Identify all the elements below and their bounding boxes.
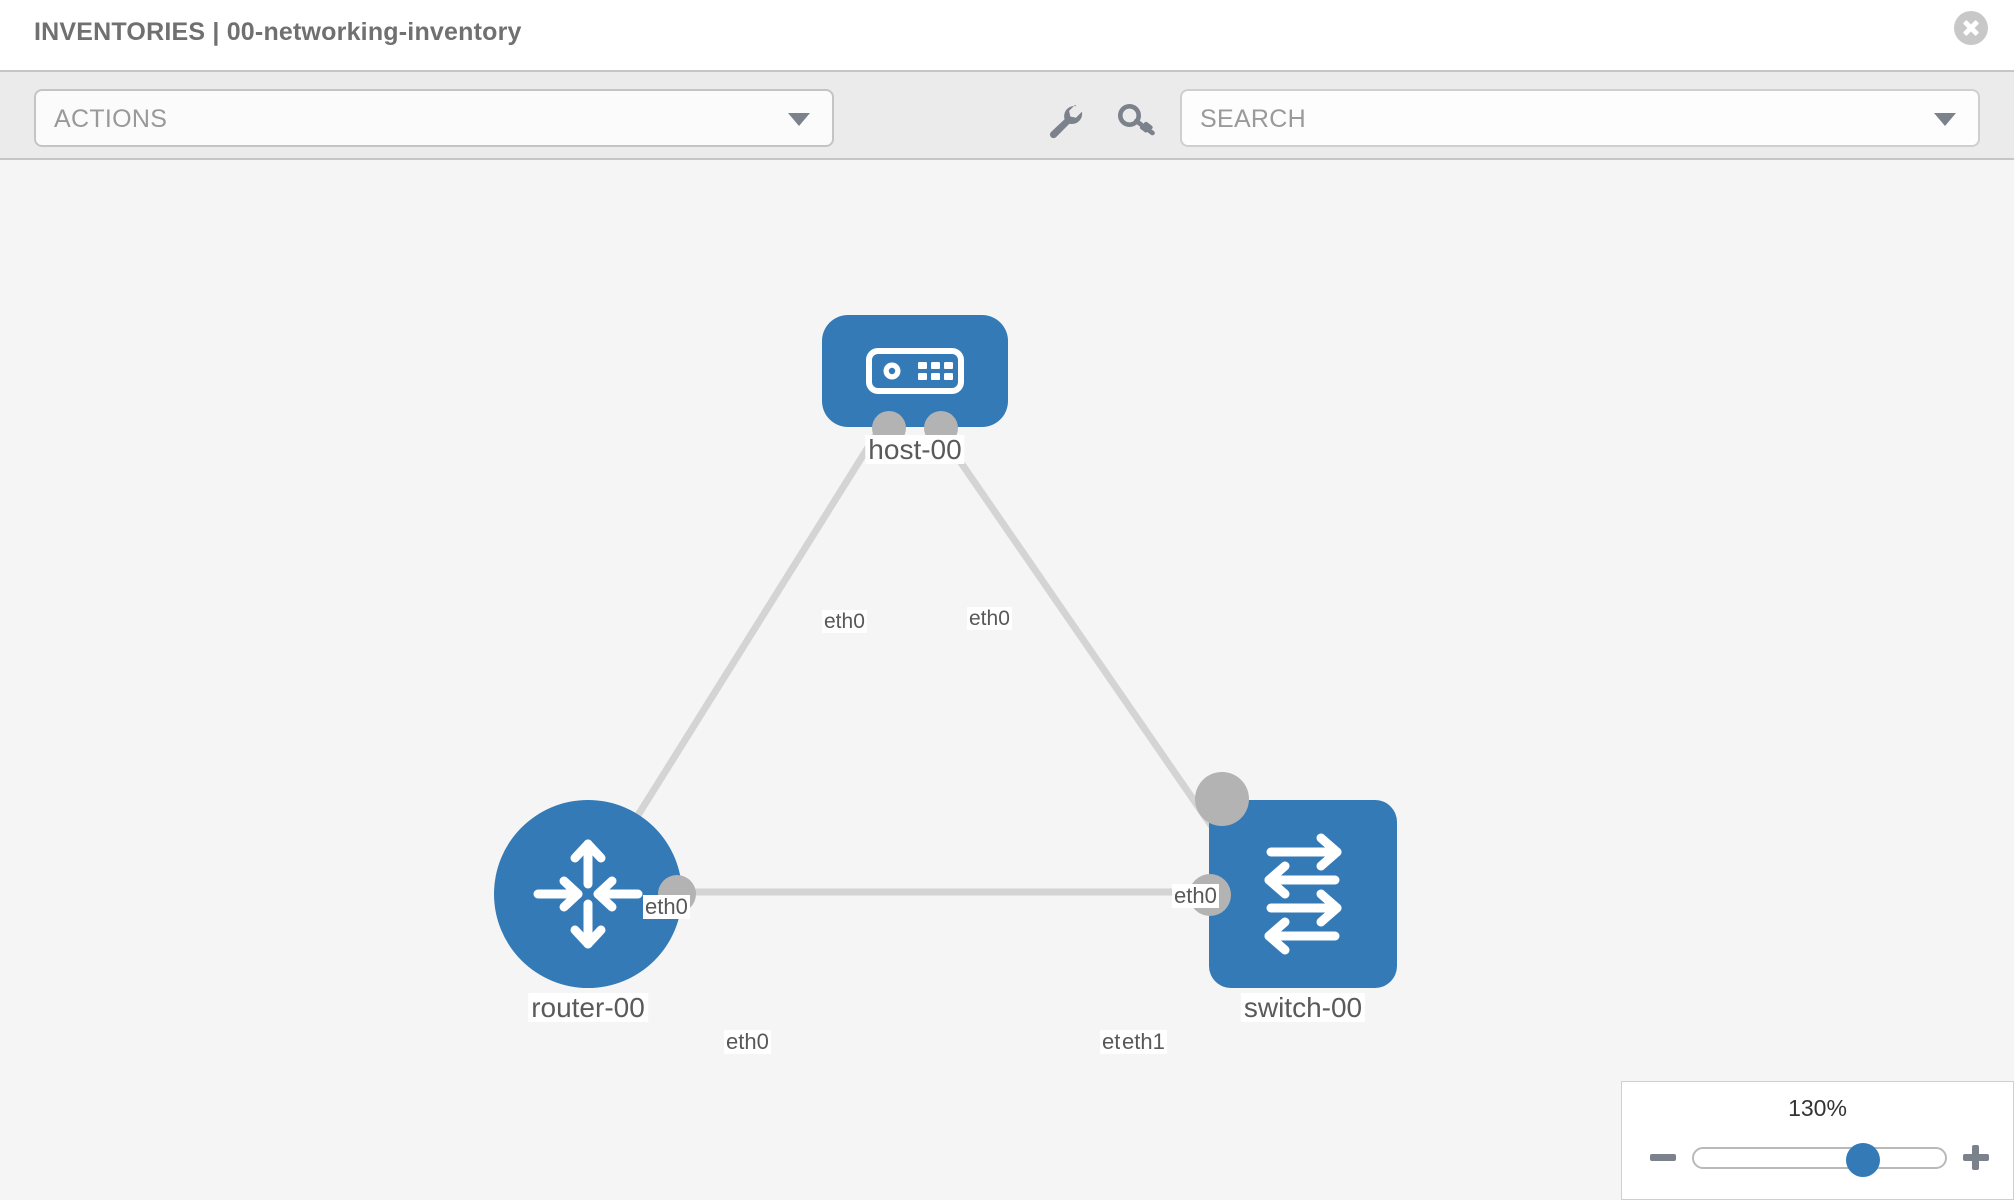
switch-node-shape bbox=[1209, 800, 1397, 988]
wrench-icon[interactable] bbox=[1045, 102, 1085, 140]
edge-label-switch-host-eth0: eth0 bbox=[1172, 883, 1219, 909]
toolbar: ACTIONS SEARCH bbox=[0, 70, 2014, 160]
edge-label-router-switch-eth0: eth0 bbox=[724, 1029, 771, 1055]
actions-dropdown-label: ACTIONS bbox=[54, 105, 168, 133]
zoom-slider[interactable] bbox=[1692, 1143, 1947, 1177]
router-arrows-icon bbox=[533, 839, 643, 949]
page-header: INVENTORIES | 00-networking-inventory bbox=[0, 0, 2014, 70]
topology-canvas[interactable]: host-00 bbox=[0, 160, 2014, 1200]
edge-label-host-router-eth0: eth0 bbox=[822, 610, 867, 634]
close-icon[interactable] bbox=[1954, 11, 1988, 45]
host-node-shape bbox=[822, 315, 1008, 427]
search-input[interactable]: SEARCH bbox=[1180, 89, 1980, 147]
topology-node-host-00[interactable]: host-00 bbox=[822, 315, 1008, 464]
node-label-host-00: host-00 bbox=[865, 435, 965, 464]
edge-label-host-switch-eth0: eth0 bbox=[967, 607, 1012, 631]
link-host00-switch00 bbox=[932, 423, 1238, 862]
switch-port-eth0[interactable] bbox=[1195, 772, 1249, 826]
zoom-out-button[interactable] bbox=[1648, 1142, 1678, 1172]
chevron-down-icon bbox=[788, 113, 810, 126]
zoom-slider-row bbox=[1622, 1134, 2013, 1180]
search-input-value: SEARCH bbox=[1200, 105, 1306, 133]
edge-label-switch-router-eth1: eth1 bbox=[1120, 1029, 1167, 1055]
node-label-router-00: router-00 bbox=[528, 993, 648, 1022]
server-icon bbox=[866, 348, 964, 394]
chevron-down-icon bbox=[1934, 113, 1956, 126]
zoom-in-button[interactable] bbox=[1961, 1142, 1991, 1172]
zoom-level-value: 130% bbox=[1788, 1095, 1847, 1121]
edge-label-router-host-eth0: eth0 bbox=[643, 894, 690, 920]
topology-node-switch-00[interactable]: switch-00 bbox=[1189, 772, 1397, 1022]
zoom-slider-thumb[interactable] bbox=[1846, 1143, 1880, 1177]
link-host00-router00 bbox=[607, 423, 885, 862]
topology-links bbox=[607, 423, 1238, 896]
page-title: INVENTORIES | 00-networking-inventory bbox=[34, 18, 522, 46]
topology-node-router-00[interactable]: router-00 bbox=[494, 800, 696, 1022]
switch-arrows-icon bbox=[1264, 833, 1342, 955]
node-label-switch-00: switch-00 bbox=[1240, 993, 1366, 1022]
zoom-control-panel: 130% bbox=[1621, 1081, 2014, 1200]
actions-dropdown[interactable]: ACTIONS bbox=[34, 89, 834, 147]
key-icon[interactable] bbox=[1117, 102, 1157, 140]
router-node-shape bbox=[494, 800, 682, 988]
